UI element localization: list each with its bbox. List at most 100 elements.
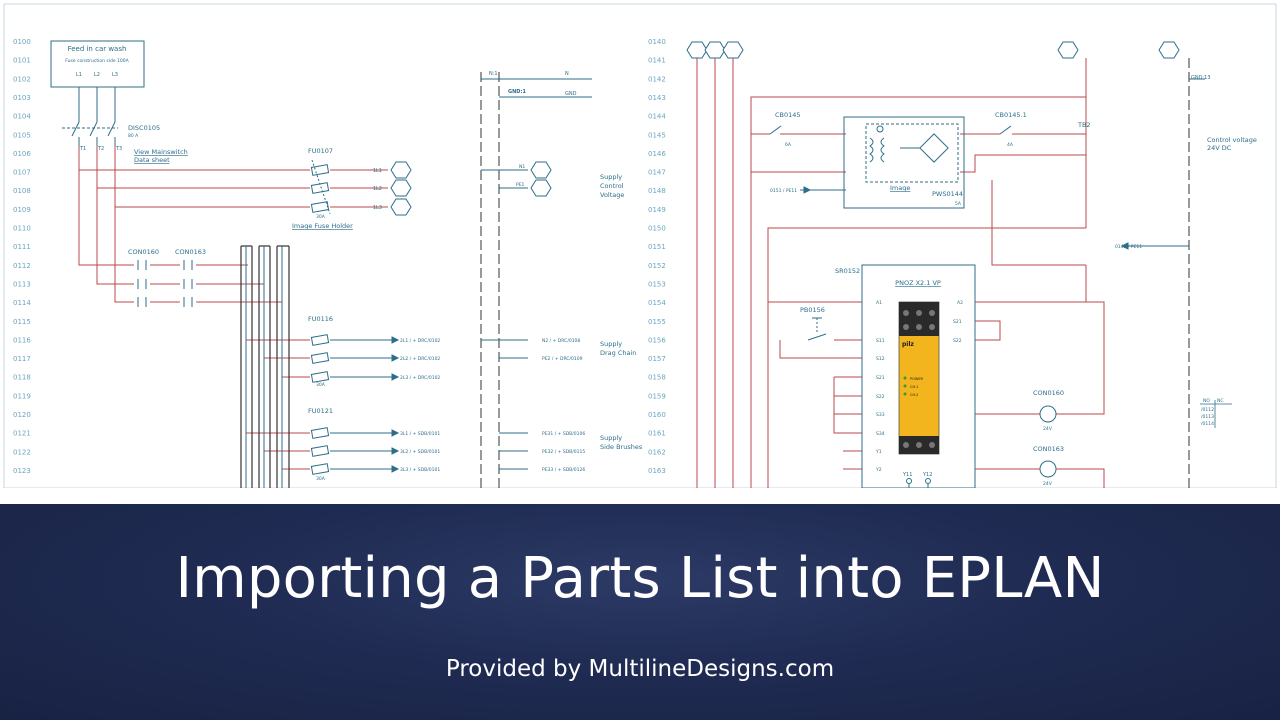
yterm-y11: Y11 <box>902 472 912 478</box>
sr-right-s21: S21 <box>953 319 962 325</box>
left-line-numbers: 0100010101020103010401050106010701080109… <box>13 38 31 475</box>
line-number-0151: 0151 <box>648 243 666 251</box>
line-number-0149: 0149 <box>648 206 666 214</box>
pnoz-power: POWER <box>910 377 924 381</box>
feed-subtitle: Fuse construction side 100A <box>65 58 129 64</box>
drag-arrow-2: PE2 / + DRC/0109 <box>542 356 583 362</box>
image-fuse-holder-link[interactable]: Image Fuse Holder <box>292 222 353 230</box>
mid-hex-terminals <box>530 161 552 197</box>
line-number-0121: 0121 <box>13 430 31 438</box>
line-number-0106: 0106 <box>13 150 31 158</box>
line-number-0118: 0118 <box>13 374 31 382</box>
pnoz-label: PNOZ X2.1 VP <box>895 279 941 287</box>
drawing-frame <box>3 3 1277 488</box>
sr-label: SR0152 <box>835 267 860 275</box>
pb-label: PB0156 <box>800 306 825 314</box>
line-number-0115: 0115 <box>13 318 31 326</box>
control-voltage-1: Control voltage <box>1207 136 1257 144</box>
sr-term-y2: Y2 <box>875 467 882 473</box>
pws-rating: 5A <box>955 201 962 207</box>
sr-right-a2: A2 <box>957 300 963 306</box>
line-number-0116: 0116 <box>13 336 31 344</box>
feed-l2: L2 <box>94 72 100 78</box>
gnd-label: GND <box>565 91 577 97</box>
line-number-0163: 0163 <box>648 467 666 475</box>
cb0145-label: CB0145 <box>775 111 801 119</box>
feed-title: Feed in car wash <box>68 45 127 53</box>
fuse-fu0121-label: FU0121 <box>308 407 333 415</box>
cb01451-label: CB0145.1 <box>995 111 1027 119</box>
fuses-0116-0121 <box>310 334 330 475</box>
hex-terminals-0107 <box>390 161 412 216</box>
coil-voltage-1: 24V <box>1043 426 1053 432</box>
line-number-0159: 0159 <box>648 392 666 400</box>
line-number-0141: 0141 <box>648 57 666 65</box>
line-number-0156: 0156 <box>648 336 666 344</box>
fuse-fu0116-rating: 30A <box>316 382 326 388</box>
feed-in-box: Feed in car wash Fuse construction side … <box>50 40 145 88</box>
sr-right-s22: S22 <box>953 338 962 344</box>
arrow-label-2l1: 2L1 / + DRC/0102 <box>400 338 440 344</box>
mainswitch-link-line2[interactable]: Data sheet <box>134 156 170 164</box>
output-1l1: 1L1 <box>373 168 382 174</box>
line-number-0161: 0161 <box>648 430 666 438</box>
pnoz-relay-image <box>898 301 940 455</box>
line-number-0147: 0147 <box>648 169 666 177</box>
drag-arrow-1: N2 / + DRC/0108 <box>542 338 580 344</box>
fuse-fu0107-label: FU0107 <box>308 147 333 155</box>
arrow-label-2l2: 2L2 / + DRC/0102 <box>400 356 440 362</box>
line-number-0110: 0110 <box>13 225 31 233</box>
schematic-drawing: 0100010101020103010401050106010701080109… <box>3 3 1277 488</box>
line-number-0148: 0148 <box>648 187 666 195</box>
line-number-0154: 0154 <box>648 299 666 307</box>
line-number-0111: 0111 <box>13 243 31 251</box>
disc-rating: 80 A <box>128 133 139 139</box>
hex-pe1-label: PE1 <box>516 182 525 188</box>
no-label: NO <box>1203 398 1210 404</box>
supply-drag-2: Drag Chain <box>600 349 636 357</box>
pnoz-ch2: CH.2 <box>910 393 918 397</box>
sr-term-y1: Y1 <box>875 449 882 455</box>
contactor-contacts <box>137 260 193 307</box>
cb01451-rating: 4A <box>1007 142 1014 148</box>
coil-voltage-2: 24V <box>1043 481 1053 487</box>
left-wiring <box>78 146 388 470</box>
sr-term-s34: S34 <box>876 431 885 437</box>
line-number-0101: 0101 <box>13 57 31 65</box>
sr-term-s21: S21 <box>876 375 885 381</box>
line-number-0113: 0113 <box>13 280 31 288</box>
line-number-0150: 0150 <box>648 225 666 233</box>
disconnect-switch <box>62 87 118 146</box>
output-1l3: 1L3 <box>373 205 382 211</box>
safety-relay-sr0152 <box>861 264 976 488</box>
circuit-breakers <box>769 125 1012 135</box>
line-number-0146: 0146 <box>648 150 666 158</box>
line-number-0160: 0160 <box>648 411 666 419</box>
image-link[interactable]: Image <box>890 184 910 192</box>
line-number-0145: 0145 <box>648 131 666 139</box>
mainswitch-link-line1[interactable]: View Mainswitch <box>134 148 188 156</box>
neutral-ground-section <box>480 72 500 488</box>
line-number-0120: 0120 <box>13 411 31 419</box>
arrow-label-3l1: 3L1 / + SDB/0101 <box>400 431 440 437</box>
n-label: N <box>565 71 569 77</box>
line-number-0107: 0107 <box>13 169 31 177</box>
right-con0160-label: CON0160 <box>1033 389 1064 397</box>
cb0145-rating: 6A <box>785 142 792 148</box>
sr-term-s33: S33 <box>876 412 885 418</box>
line-number-0157: 0157 <box>648 355 666 363</box>
line-number-0123: 0123 <box>13 467 31 475</box>
feed-l3: L3 <box>112 72 118 78</box>
control-voltage-2: 24V DC <box>1207 144 1232 152</box>
line-number-0140: 0140 <box>648 38 666 46</box>
line-number-0117: 0117 <box>13 355 31 363</box>
pws-label: PWS0144 <box>932 190 963 198</box>
line-number-0103: 0103 <box>13 94 31 102</box>
supply-side-2: Side Brushes <box>600 443 643 451</box>
line-number-0122: 0122 <box>13 448 31 456</box>
line-number-0114: 0114 <box>13 299 31 307</box>
mid-line-numbers: 0140014101420143014401450146014701480149… <box>648 38 666 475</box>
fuse-fu0107-rating: 30A <box>316 214 326 220</box>
fuse-fu0121-rating: 30A <box>316 476 326 482</box>
gnd13-label: GND:13 <box>1191 75 1211 81</box>
